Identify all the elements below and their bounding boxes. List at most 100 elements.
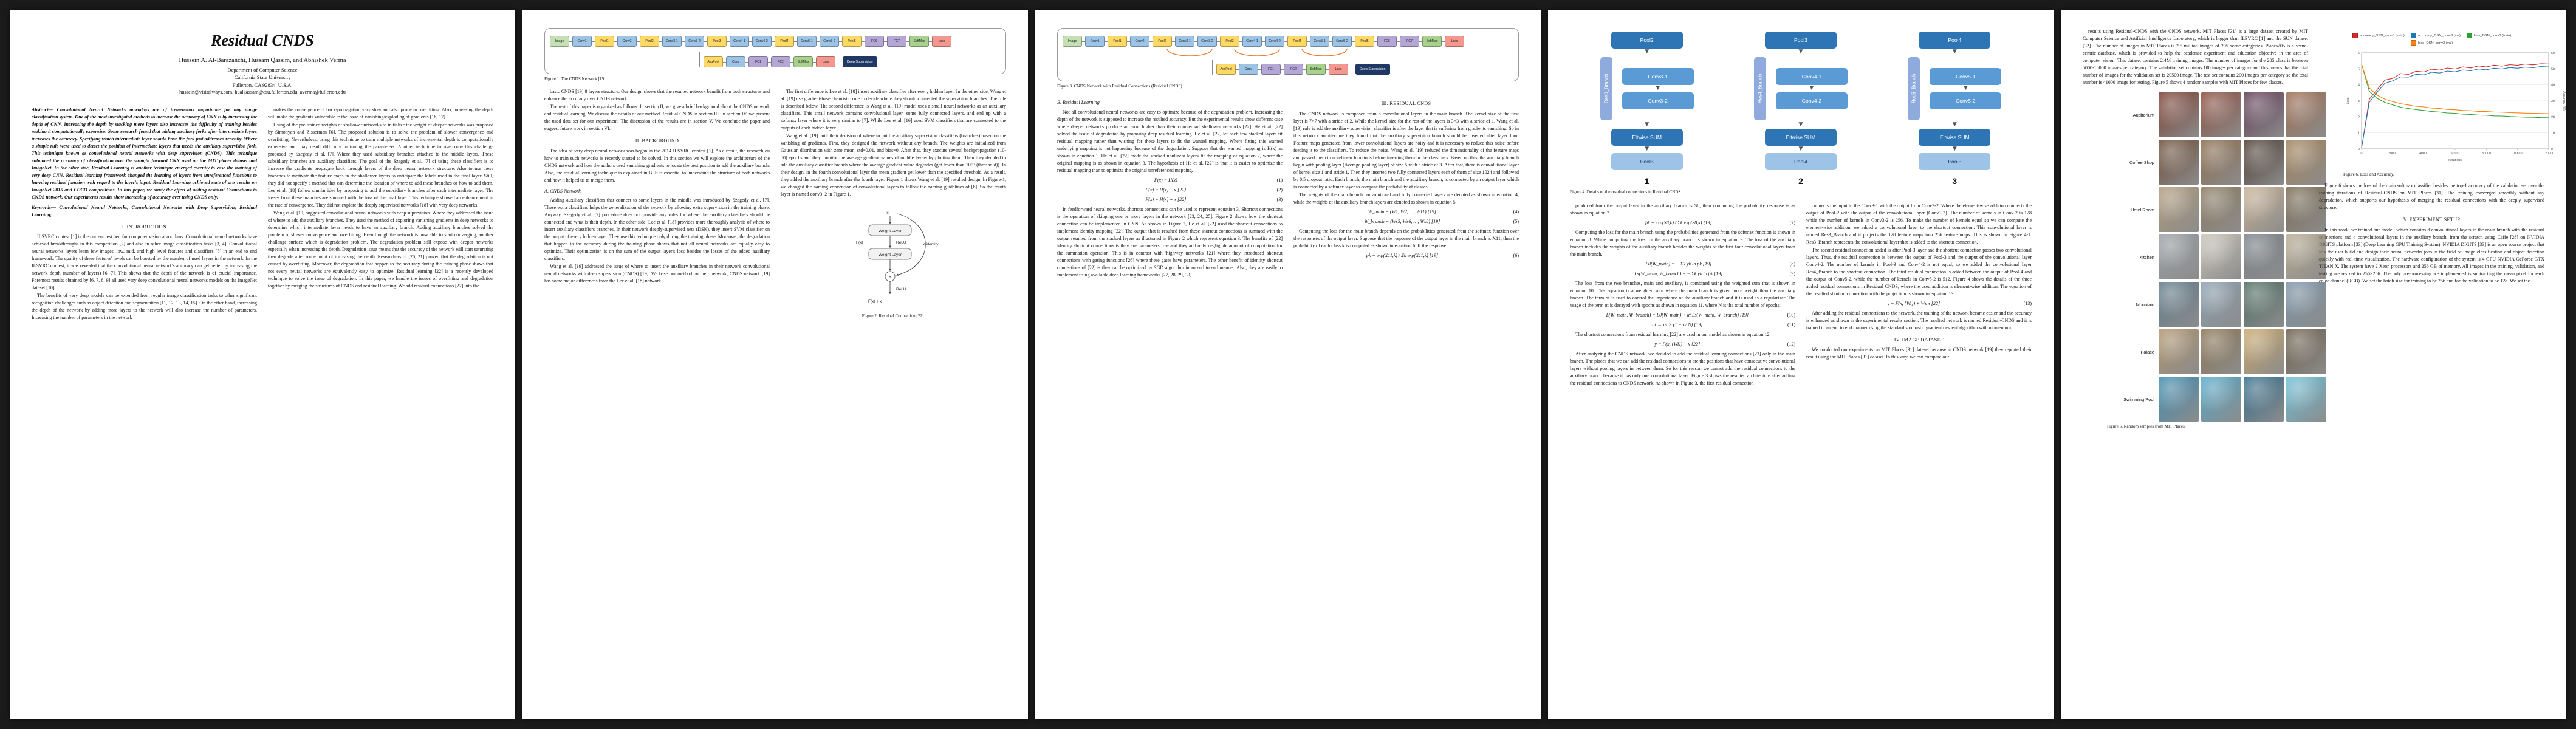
connector	[1326, 69, 1329, 70]
weight-layer-label-2: Weight Layer	[878, 253, 902, 257]
paragraph: connects the input to the Conv3-1 with t…	[1806, 203, 2032, 245]
equation-number: (7)	[1789, 220, 1795, 226]
equation-number: (6)	[1513, 252, 1519, 258]
net-layer-conv1: Conv1	[572, 36, 592, 47]
arrow-down-icon: ▼	[1963, 84, 1968, 91]
legend-swatch	[2467, 33, 2473, 38]
places-row-palace: Palace	[2107, 329, 2326, 374]
legend-item: loss_DSN_conv3 (train)	[2467, 33, 2511, 38]
equation-number: (8)	[1789, 261, 1795, 267]
conv-layer-box: Conv4-2	[1775, 92, 1848, 109]
places-sample-image	[2244, 187, 2284, 232]
net-layer-pool5: Pool5	[1355, 36, 1374, 47]
arrow-down-icon: ▼	[1798, 49, 1803, 55]
connector	[614, 41, 617, 42]
left-axis-tick: 3	[2358, 100, 2360, 103]
connector	[1307, 41, 1310, 42]
figure-2-caption: Figure 2. Residual Connection [22].	[862, 313, 925, 319]
equation-number: (1)	[1276, 177, 1283, 183]
connector	[1397, 41, 1400, 42]
page-1: Residual CNDS Hussein A. Al-Barazanchi, …	[10, 10, 515, 719]
page1-column-1: Abstract— Convolutional Neural Networks …	[32, 106, 257, 322]
equation-body: αt ← αt × (1 − t / N) [19]	[1652, 322, 1703, 328]
right-axis-tick: 40	[2551, 84, 2555, 87]
net-layer-conv2: Conv2	[617, 36, 637, 47]
authors-line: Hussein A. Al-Barazanchi, Hussam Qassim,…	[179, 57, 346, 64]
paragraph: We conducted our experiments on MIT Plac…	[1806, 347, 2032, 360]
arrow-down-icon: ▼	[1809, 84, 1814, 91]
places-row-hotel-room: Hotel Room	[2107, 187, 2326, 232]
connector	[884, 41, 887, 42]
places-row-coffee-shop: Coffee Shop	[2107, 140, 2326, 185]
places-sample-image	[2159, 234, 2199, 279]
paragraph: The rest of this paper is organized as f…	[544, 104, 770, 132]
identity-label: x identity	[923, 242, 939, 247]
paragraph: The benefits of very deep models can be …	[32, 292, 257, 320]
places-sample-image	[2286, 377, 2326, 422]
connector	[1284, 41, 1287, 42]
equation-number: (2)	[1276, 187, 1283, 193]
places-sample-image	[2244, 234, 2284, 279]
residual-block-diagram: x Weight Layer ReLU F(x) Weight Layer +	[856, 211, 939, 304]
connector	[745, 61, 748, 63]
residual-arcs-layer	[1166, 48, 1348, 56]
subsection-heading: B. Residual Learning	[1057, 100, 1100, 106]
input-layer-box: Pool3	[1764, 32, 1837, 49]
connector	[569, 41, 572, 42]
equation-number: (5)	[1513, 218, 1519, 224]
right-axis-tick: 10	[2551, 132, 2555, 135]
projection-branch-box: Res3_Branch	[1600, 56, 1612, 120]
net-layer-pool2: Pool2	[1153, 36, 1172, 47]
net-layer-conv2: Conv2	[1130, 36, 1149, 47]
connector	[794, 41, 797, 42]
equation: αt ← αt × (1 − t / N) [19](11)	[1570, 321, 1795, 329]
paragraph: Computing the loss for the main branch d…	[1293, 228, 1519, 248]
places-category-label: Swimming Pool	[2123, 396, 2154, 402]
series-line	[2361, 66, 2549, 148]
paragraph: The idea of very deep neural network was…	[544, 148, 770, 183]
paragraph: In this work, we trained our model, whic…	[2319, 227, 2544, 284]
equation-body: p̂k = exp(S8,k) / Σk exp(S8,k) [19]	[1645, 220, 1712, 226]
paragraph: Figure 6 shows the loss of the main soft…	[2319, 183, 2544, 211]
page4-columns: produced from the output layer in the au…	[1570, 202, 2032, 388]
arrow-down-icon: ▼	[1952, 49, 1957, 55]
legend-label: accuracy_DSN_conv3 (val)	[2417, 33, 2461, 38]
page1-column-2: makes the convergence of back-propagatio…	[268, 106, 493, 322]
connector	[862, 41, 865, 42]
output-layer-box: Pool4	[1764, 152, 1837, 170]
net-layer-loss: Loss	[1329, 64, 1348, 75]
connector	[1082, 41, 1085, 42]
paragraph: Using of the pre-trained weights of shal…	[268, 122, 493, 208]
places-category-label: Auditorium	[2132, 112, 2154, 118]
legend-label: loss_DSN_conv3 (val)	[2417, 41, 2453, 45]
legend-item: accuracy_DSN_conv3 (val)	[2410, 33, 2461, 38]
places-sample-image	[2201, 140, 2241, 185]
connector	[1127, 41, 1130, 42]
conv-layer-box: Conv4-1	[1775, 67, 1848, 85]
figure-1-caption: Figure 1. The CNDS Network [19].	[544, 77, 607, 81]
places-sample-image	[2244, 377, 2284, 422]
paragraph: The first difference is Lee et al. [18] …	[781, 89, 1006, 131]
connector	[1303, 69, 1306, 70]
connector	[682, 41, 685, 42]
paragraph: The second residual connection added is …	[1806, 247, 2032, 297]
connector	[817, 41, 820, 42]
identity-skip-connection	[896, 213, 926, 276]
arrow-down-icon: ▼	[1798, 145, 1803, 152]
places-sample-image	[2201, 282, 2241, 327]
right-axis-title: Accuracy (%)	[2562, 91, 2566, 111]
places-sample-image	[2244, 92, 2284, 137]
net-layer-conv: Conv	[1239, 64, 1258, 75]
equation-body: y = F(x, {Wi}) + x [22]	[1654, 341, 1701, 347]
connector	[659, 41, 662, 42]
net-layer-pool5: Pool5	[842, 36, 862, 47]
